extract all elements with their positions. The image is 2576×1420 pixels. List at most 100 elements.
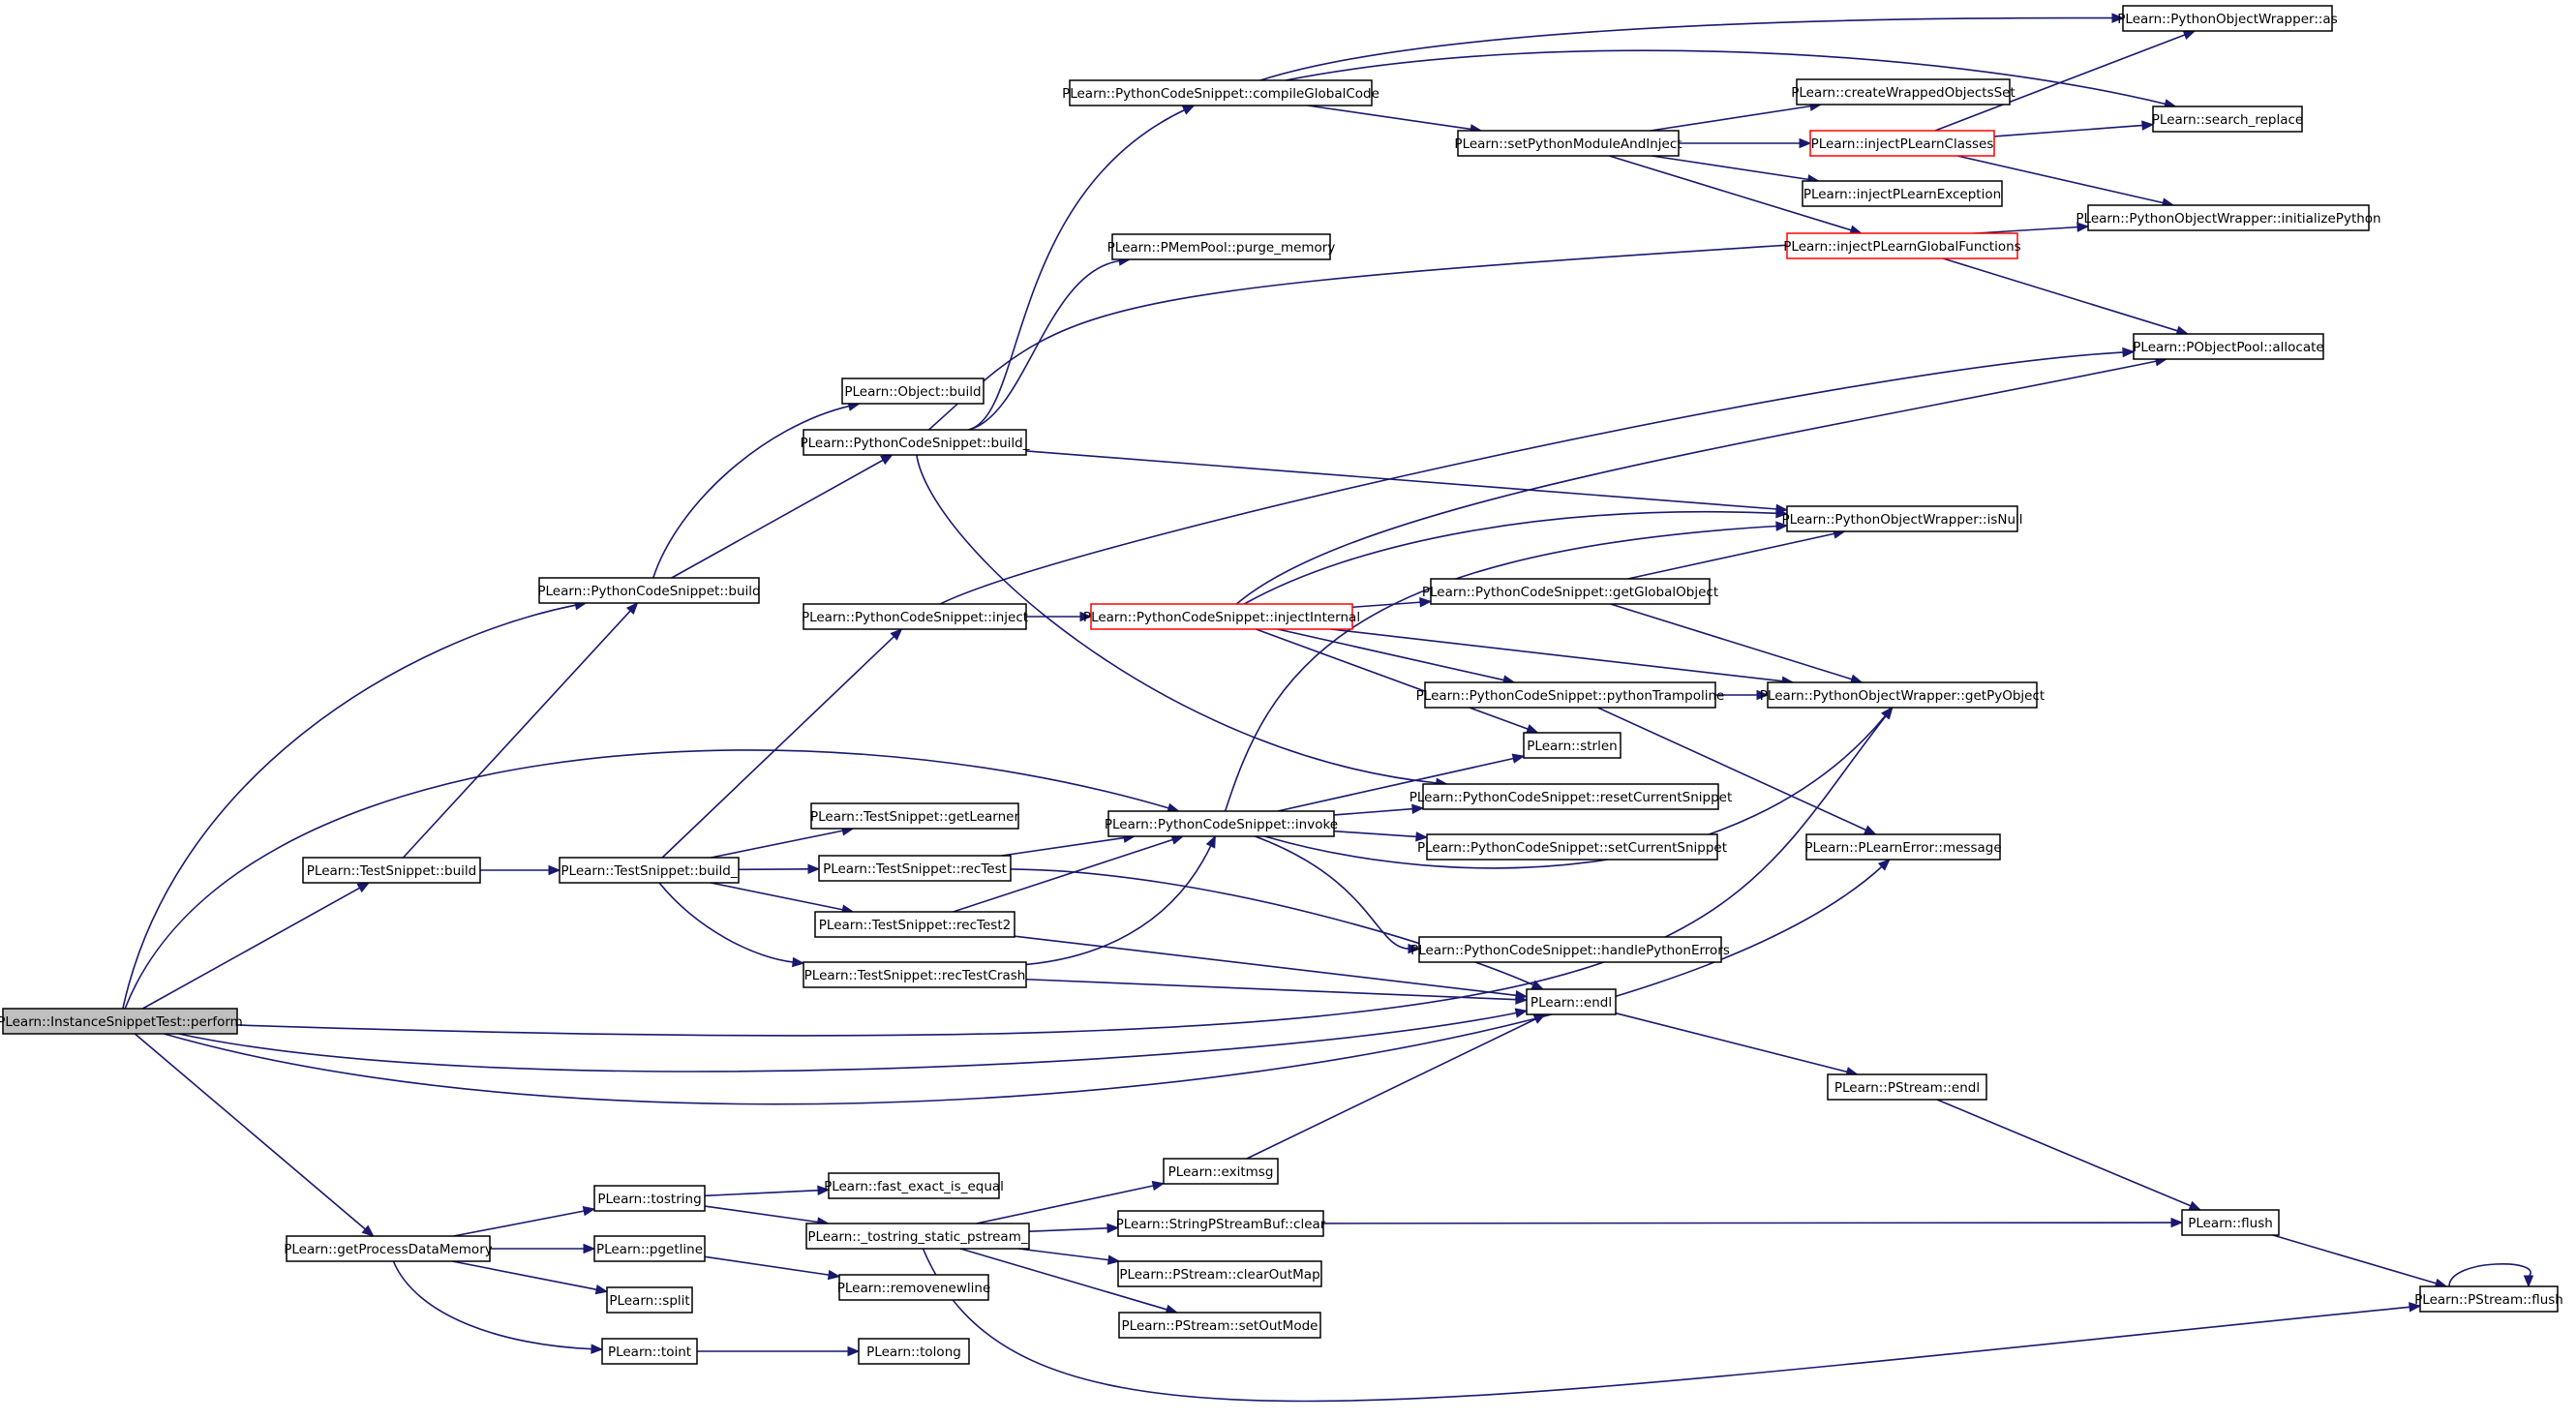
node-box	[1090, 603, 1353, 630]
arrowhead	[817, 1185, 831, 1195]
node-box	[2, 1008, 238, 1035]
node-tsgl[interactable]: PLearn::TestSnippet::getLearner	[810, 802, 1019, 830]
node-endl[interactable]: PLearn::endl	[1526, 988, 1617, 1015]
node-pgetline[interactable]: PLearn::pgetline	[593, 1235, 706, 1262]
edge-tsps-to-spbclear	[1028, 1227, 1109, 1233]
node-rcs[interactable]: PLearn::PythonCodeSnippet::resetCurrentS…	[1409, 783, 1733, 810]
edge-tsrt2-to-endl	[1014, 935, 1518, 997]
node-tolong[interactable]: PLearn::tolong	[858, 1338, 970, 1365]
node-pwas[interactable]: PLearn::PythonObjectWrapper::as	[2117, 5, 2338, 32]
node-injint[interactable]: PLearn::PythonCodeSnippet::injectInterna…	[1083, 603, 1360, 630]
node-box	[2133, 333, 2324, 360]
node-box	[1117, 1260, 1322, 1287]
node-label: PLearn::pgetline	[596, 1242, 703, 1257]
node-tsb[interactable]: PLearn::TestSnippet::build	[302, 857, 481, 884]
node-getpy[interactable]: PLearn::PythonObjectWrapper::getPyObject	[1760, 681, 2045, 709]
node-tsrt2[interactable]: PLearn::TestSnippet::recTest2	[814, 911, 1015, 938]
node-srep[interactable]: PLearn::search_replace	[2152, 106, 2303, 133]
node-strlen[interactable]: PLearn::strlen	[1523, 732, 1621, 759]
node-label: PLearn::PythonCodeSnippet::injectInterna…	[1083, 610, 1360, 625]
edge-perform-to-endl	[178, 1012, 1518, 1073]
node-box	[1430, 578, 1711, 605]
node-label: PLearn::PythonCodeSnippet::handlePythonE…	[1410, 943, 1730, 958]
node-box	[838, 1274, 989, 1301]
node-box	[1422, 783, 1719, 810]
node-psb_[interactable]: PLearn::PythonCodeSnippet::build_	[801, 429, 1030, 456]
node-perform[interactable]: PLearn::InstanceSnippetTest::perform	[0, 1008, 243, 1035]
node-alloc[interactable]: PLearn::PObjectPool::allocate	[2133, 333, 2324, 360]
node-cgc[interactable]: PLearn::PythonCodeSnippet::compileGlobal…	[1062, 79, 1379, 106]
arrowhead	[792, 956, 805, 968]
node-ptramp[interactable]: PLearn::PythonCodeSnippet::pythonTrampol…	[1416, 681, 1725, 709]
node-hpe[interactable]: PLearn::PythonCodeSnippet::handlePythonE…	[1410, 936, 1730, 963]
node-toint[interactable]: PLearn::toint	[601, 1338, 698, 1365]
node-ipc[interactable]: PLearn::injectPLearnClasses	[1809, 130, 1995, 157]
edge-tsps-to-psflush	[922, 1248, 2411, 1403]
node-ipgf[interactable]: PLearn::injectPLearnGlobalFunctions	[1783, 232, 2021, 259]
node-box	[2181, 1209, 2280, 1236]
node-feie[interactable]: PLearn::fast_exact_is_equal	[824, 1172, 1004, 1199]
node-tsrt[interactable]: PLearn::TestSnippet::recTest	[818, 855, 1012, 882]
node-box	[559, 857, 740, 884]
node-ppm[interactable]: PLearn::PMemPool::purge_memory	[1107, 233, 1336, 260]
edge-injint-to-isnull	[1243, 510, 1778, 605]
arrowhead	[2409, 1302, 2422, 1313]
node-pssom[interactable]: PLearn::PStream::setOutMode	[1118, 1312, 1321, 1339]
node-split[interactable]: PLearn::split	[606, 1286, 693, 1314]
edge-psb_-to-initpy	[927, 226, 2079, 431]
node-tostring[interactable]: PLearn::tostring	[593, 1185, 706, 1212]
node-box	[810, 802, 1019, 830]
node-cwos[interactable]: PLearn::createWrappedObjectsSet	[1791, 78, 2015, 106]
node-spbclear[interactable]: PLearn::StringPStreamBuf::clear	[1116, 1210, 1326, 1237]
node-psinject[interactable]: PLearn::PythonCodeSnippet::inject	[802, 603, 1028, 630]
node-psendl[interactable]: PLearn::PStream::endl	[1827, 1073, 1987, 1101]
edge-gpdm-to-toint	[392, 1260, 593, 1350]
node-box	[302, 857, 481, 884]
node-label: PLearn::split	[609, 1293, 689, 1309]
arrowhead	[1419, 596, 1433, 608]
node-ipe[interactable]: PLearn::injectPLearnException	[1802, 180, 2003, 207]
node-box	[606, 1286, 693, 1314]
node-label: PLearn::PStream::flush	[2414, 1292, 2563, 1308]
edge-perform-to-invoke	[124, 749, 1170, 1010]
node-isnull[interactable]: PLearn::PythonObjectWrapper::isNull	[1781, 505, 2023, 532]
node-psb[interactable]: PLearn::PythonCodeSnippet::build	[537, 577, 761, 604]
node-gpdm[interactable]: PLearn::getProcessDataMemory	[284, 1235, 493, 1262]
edge-tsb_-to-tsrtc	[658, 882, 795, 963]
edge-invoke-to-isnull	[1224, 525, 1778, 812]
node-tsb_[interactable]: PLearn::TestSnippet::build_	[559, 857, 740, 884]
arrowhead	[2122, 347, 2136, 358]
node-box	[1118, 1312, 1321, 1339]
node-box	[2087, 204, 2370, 231]
node-flush[interactable]: PLearn::flush	[2181, 1209, 2280, 1236]
node-label: PLearn::PythonObjectWrapper::initializeP…	[2076, 211, 2380, 227]
node-label: PLearn::endl	[1530, 995, 1612, 1011]
node-pscom[interactable]: PLearn::PStream::clearOutMap	[1117, 1260, 1322, 1287]
arrowhead	[1181, 105, 1196, 115]
arrowhead	[1151, 1180, 1166, 1192]
node-exitmsg[interactable]: PLearn::exitmsg	[1163, 1158, 1279, 1185]
node-rnl[interactable]: PLearn::removenewline	[837, 1274, 991, 1301]
node-tsps[interactable]: PLearn::_tostring_static_pstream_	[805, 1223, 1030, 1250]
node-invoke[interactable]: PLearn::PythonCodeSnippet::invoke	[1105, 810, 1338, 837]
node-objbuild[interactable]: PLearn::Object::build	[841, 378, 985, 405]
node-tsrtc[interactable]: PLearn::TestSnippet::recTestCrash	[803, 961, 1027, 988]
node-ggo[interactable]: PLearn::PythonCodeSnippet::getGlobalObje…	[1422, 578, 1718, 605]
edge-injint-to-ggo	[1351, 601, 1422, 609]
node-label: PLearn::InstanceSnippetTest::perform	[0, 1014, 243, 1030]
arrowhead	[582, 1206, 596, 1217]
edge-psb_-to-cgc	[968, 108, 1186, 431]
node-scs[interactable]: PLearn::PythonCodeSnippet::setCurrentSni…	[1417, 833, 1727, 861]
edge-injint-to-getpy	[1330, 628, 1784, 682]
arrowhead	[1408, 943, 1421, 954]
node-label: PLearn::PStream::setOutMode	[1122, 1318, 1318, 1334]
node-psflush[interactable]: PLearn::PStream::flush	[2414, 1285, 2563, 1313]
arrowhead	[1881, 706, 1894, 720]
node-initpy[interactable]: PLearn::PythonObjectWrapper::initializeP…	[2076, 204, 2381, 231]
node-errmsg[interactable]: PLearn::PLearnError::message	[1804, 833, 2002, 861]
edge-psb-to-objbuild	[652, 405, 851, 579]
node-box	[593, 1235, 706, 1262]
node-spmai[interactable]: PLearn::setPythonModuleAndInject	[1454, 130, 1682, 157]
node-label: PLearn::PythonCodeSnippet::invoke	[1105, 817, 1338, 832]
node-label: PLearn::PObjectPool::allocate	[2133, 340, 2323, 355]
